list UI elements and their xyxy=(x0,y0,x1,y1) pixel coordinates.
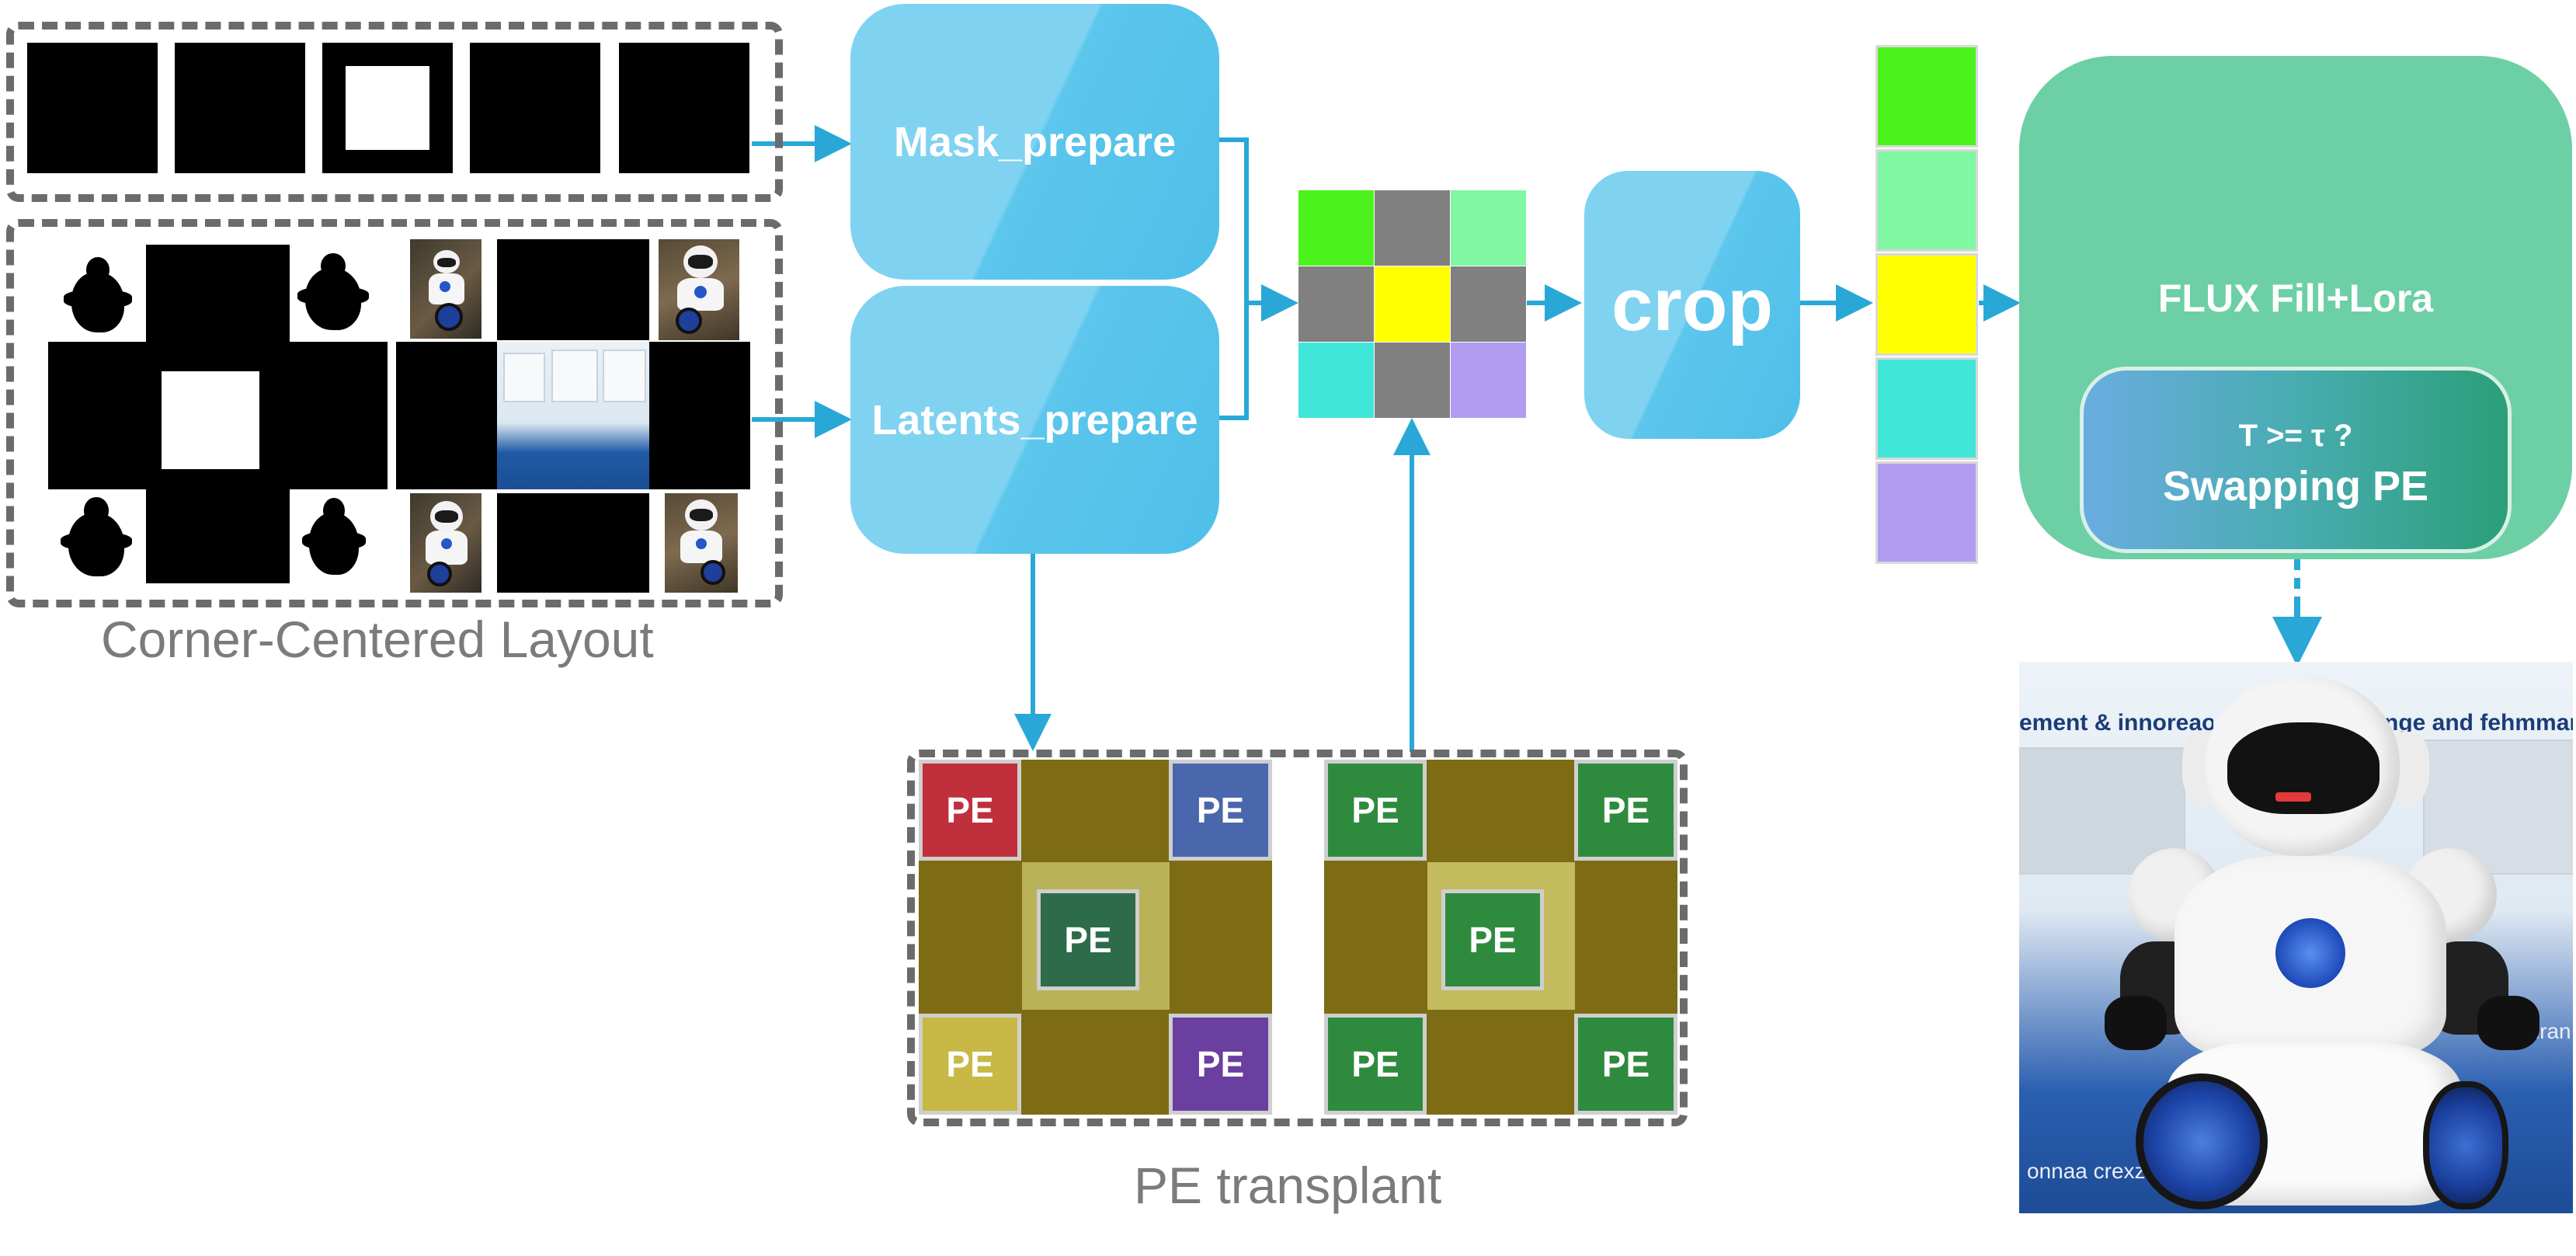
latent-photo-top-right xyxy=(659,239,739,340)
latents-prepare-box: Latents_prepare xyxy=(850,286,1219,554)
pe-label: PE xyxy=(1469,920,1517,960)
latent-black-right xyxy=(649,342,750,489)
latent-photo-center xyxy=(497,342,649,489)
column-cell-green xyxy=(1876,45,1978,148)
pe-label: PE xyxy=(1196,1044,1245,1084)
latent-black-top xyxy=(497,239,649,340)
line-maskprepare-out xyxy=(1219,137,1249,303)
mask-frame-1 xyxy=(27,43,158,173)
result-image: ement & innoreaone nge and fehmmanite § … xyxy=(2019,662,2573,1213)
mask-strip-frame xyxy=(6,22,783,202)
pe-right-bottom-right: PE xyxy=(1574,1014,1677,1115)
column-cell-light-green xyxy=(1876,149,1978,252)
mask-prepare-box: Mask_prepare xyxy=(850,4,1219,280)
swap-label: Swapping PE xyxy=(2162,463,2429,510)
latent-photo-bottom-right xyxy=(665,493,738,593)
grid-cell-top-left xyxy=(1298,190,1374,266)
crop-box: crop xyxy=(1584,171,1800,439)
result-banner-right: nge and fehmmanite § M xyxy=(2384,710,2573,736)
latent-photo-top-left xyxy=(410,239,481,339)
pe-label: PE xyxy=(1601,790,1650,830)
pe-label: PE xyxy=(1601,1044,1650,1084)
layout-frame xyxy=(6,219,783,607)
pe-label: PE xyxy=(1196,790,1245,830)
mask-frame-4 xyxy=(470,43,600,173)
grid-cell-top-right xyxy=(1451,190,1526,266)
column-cell-cyan xyxy=(1876,357,1978,460)
layout-caption: Corner-Centered Layout xyxy=(101,611,654,668)
grid-cell-center xyxy=(1375,266,1450,342)
mask-prepare-label: Mask_prepare xyxy=(893,118,1177,165)
flux-model-label: FLUX Fill+Lora xyxy=(2157,277,2434,320)
mask-frame-5 xyxy=(619,43,749,173)
grid-cell-middle-left xyxy=(1298,266,1374,342)
line-latentsprepare-out xyxy=(1219,303,1249,420)
grid-cell-middle-right xyxy=(1451,266,1526,342)
object-silhouette-top-right xyxy=(297,252,370,330)
pe-left-center: PE xyxy=(1037,889,1139,990)
mask-frame-2 xyxy=(175,43,305,173)
grid-cell-top-center xyxy=(1375,190,1450,266)
swap-condition: T >= τ ? xyxy=(2238,419,2353,453)
swapping-pe-box: T >= τ ? Swapping PE xyxy=(2080,367,2512,553)
grid-cell-bottom-left xyxy=(1298,343,1374,418)
pe-label: PE xyxy=(1351,790,1399,830)
pe-right-top-left: PE xyxy=(1324,760,1427,861)
pe-left-top-right: PE xyxy=(1169,760,1272,861)
pe-label: PE xyxy=(1351,1044,1399,1084)
pe-transplant-caption: PE transplant xyxy=(1134,1157,1442,1214)
grid-cell-bottom-right xyxy=(1451,343,1526,418)
pe-label: PE xyxy=(946,1044,994,1084)
mask-cross-center xyxy=(162,371,259,469)
object-silhouette-bottom-right xyxy=(302,497,366,575)
pe-left-top-left: PE xyxy=(919,760,1021,861)
pe-right-bottom-left: PE xyxy=(1324,1014,1427,1115)
mask-frame-3-hole xyxy=(346,66,429,150)
column-cell-purple xyxy=(1876,461,1978,564)
latent-black-left xyxy=(396,342,497,489)
latent-black-bottom xyxy=(497,493,649,593)
grid-cell-bottom-center xyxy=(1375,343,1450,418)
pe-transplant-frame xyxy=(907,750,1688,1126)
pe-label: PE xyxy=(946,790,994,830)
pe-right-top-right: PE xyxy=(1574,760,1677,861)
object-silhouette-top-left xyxy=(64,257,132,332)
latents-prepare-label: Latents_prepare xyxy=(871,396,1198,444)
latent-photo-bottom-left xyxy=(410,493,481,593)
crop-label: crop xyxy=(1611,263,1774,346)
pe-left-bottom-left: PE xyxy=(919,1014,1021,1115)
pe-left-bottom-right: PE xyxy=(1169,1014,1272,1115)
object-silhouette-bottom-left xyxy=(60,497,133,576)
result-footer-left: onnaa crexz xyxy=(2027,1159,2146,1183)
result-banner-left: ement & innoreaone xyxy=(2019,710,2213,736)
column-cell-yellow xyxy=(1876,253,1978,356)
pe-label: PE xyxy=(1064,920,1112,960)
pe-right-center: PE xyxy=(1441,889,1544,990)
